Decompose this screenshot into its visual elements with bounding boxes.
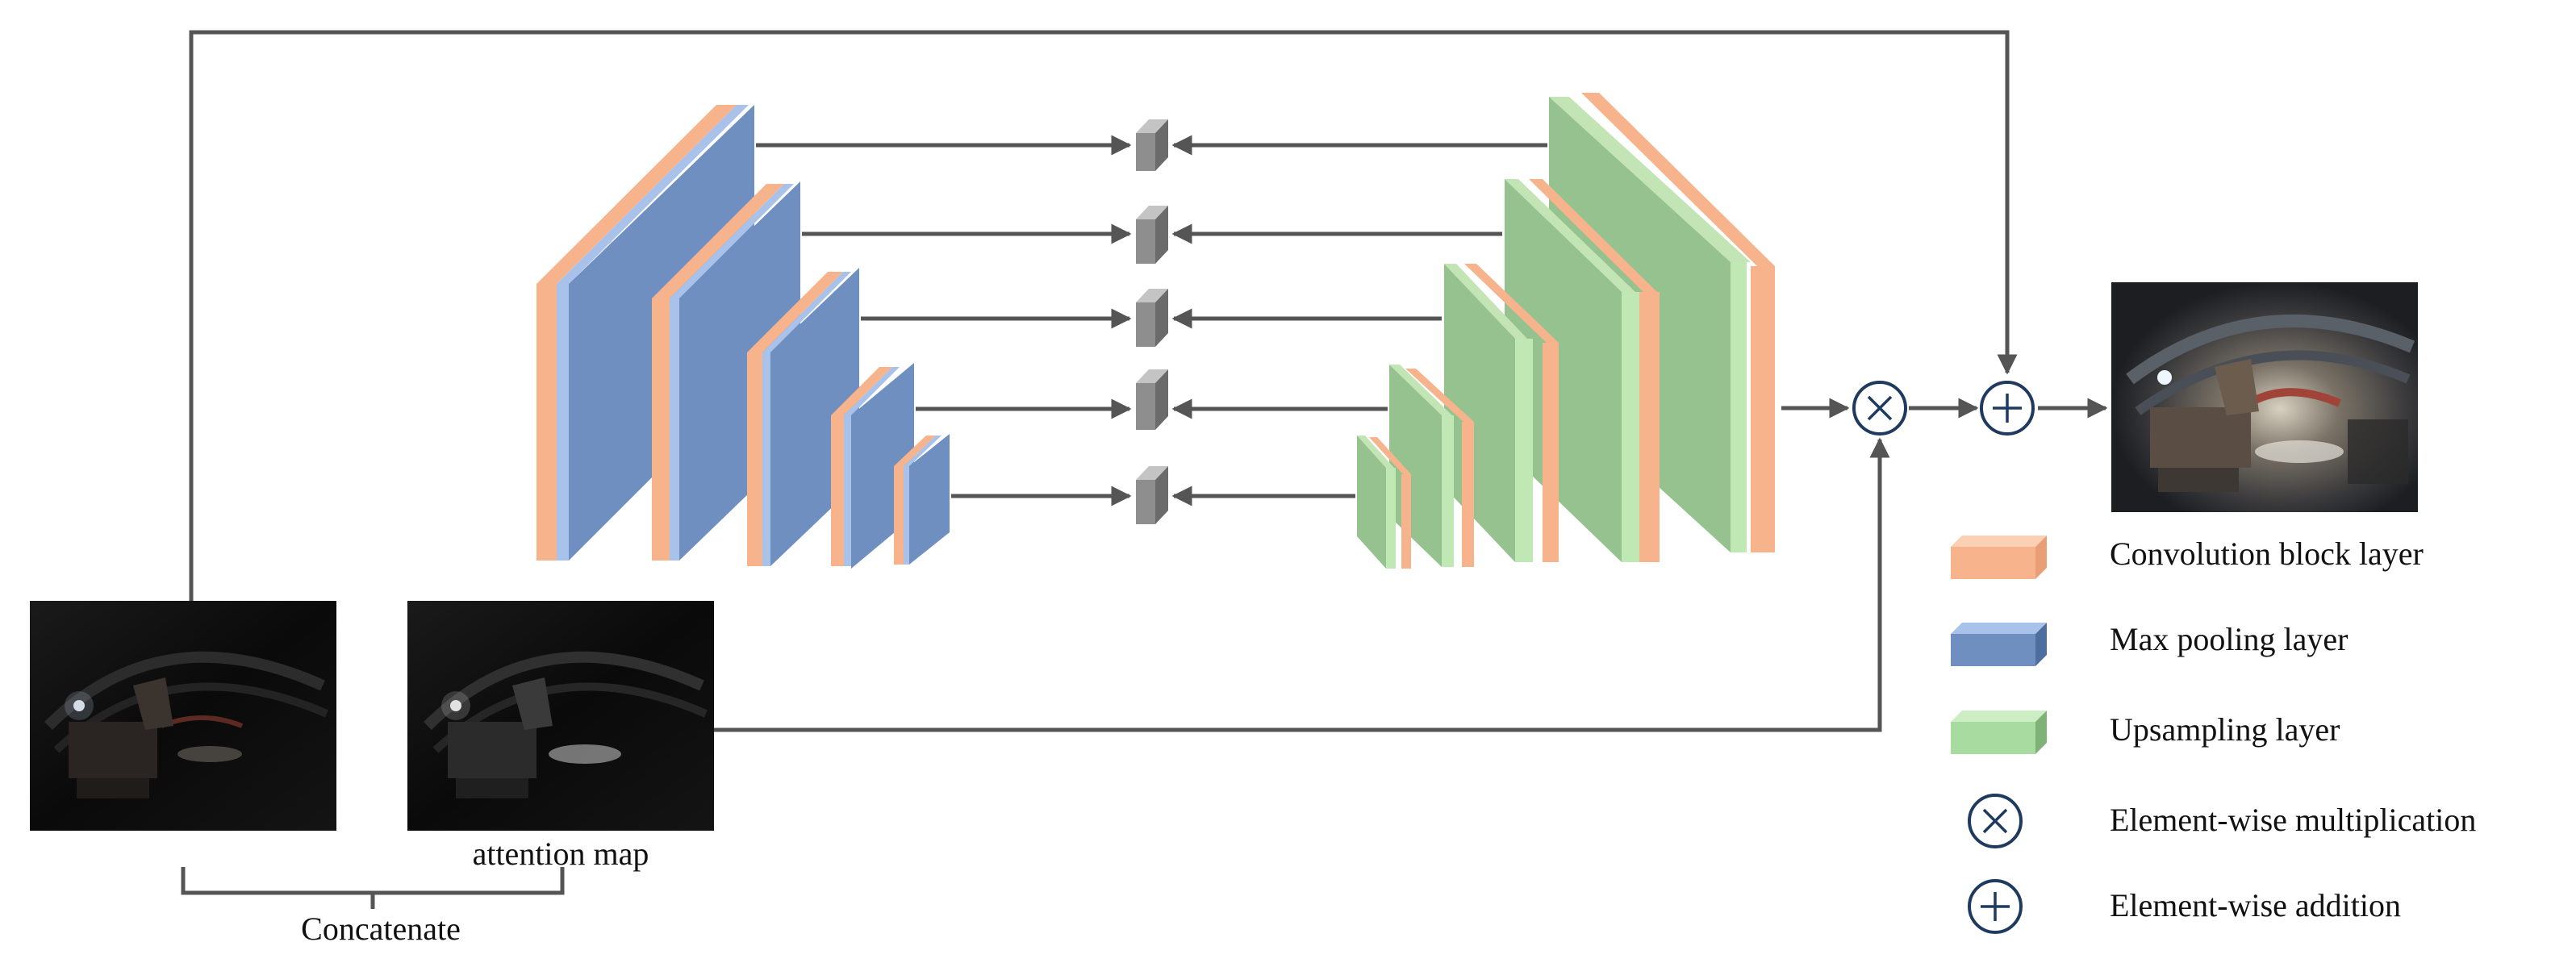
legend-up-swatch	[1951, 711, 2047, 754]
attention-map-line	[714, 437, 1890, 732]
decoder-block-5	[1357, 436, 1411, 569]
legend-conv-swatch	[1951, 536, 2047, 579]
skip-cube-4	[1136, 369, 1168, 430]
skip-cube-2	[1136, 206, 1168, 264]
attention-map-image	[407, 601, 714, 831]
add-operator-icon	[1980, 381, 2035, 436]
skip-cube-5	[1136, 466, 1168, 524]
encoder-block-5	[894, 434, 950, 565]
legend-mult-label: Element-wise multiplication	[2110, 802, 2476, 838]
concatenate-caption: Concatenate	[301, 911, 461, 947]
skip-arrows-encoder	[756, 135, 1132, 506]
skip-cube-1	[1136, 119, 1168, 171]
decoder-block-2	[1505, 179, 1660, 562]
legend-pool-swatch	[1951, 623, 2047, 666]
legend-pool-label: Max pooling layer	[2110, 621, 2348, 657]
output-image	[2111, 282, 2418, 512]
input-image	[30, 601, 336, 831]
encoder-block-4	[831, 363, 914, 569]
multiply-operator-icon	[1852, 381, 1907, 436]
skip-arrows-decoder	[1171, 135, 1547, 506]
skip-cube-3	[1136, 289, 1168, 347]
legend-add-label: Element-wise addition	[2110, 887, 2401, 923]
legend-conv-label: Convolution block layer	[2110, 536, 2424, 572]
legend: Convolution block layer Max pooling laye…	[1951, 536, 2476, 934]
global-residual-line	[189, 30, 2018, 601]
legend-add-icon	[1968, 879, 2023, 934]
concatenate-bracket	[181, 867, 565, 909]
legend-up-label: Upsampling layer	[2110, 711, 2340, 748]
attention-map-caption: attention map	[473, 836, 649, 872]
legend-mult-icon	[1968, 794, 2023, 848]
